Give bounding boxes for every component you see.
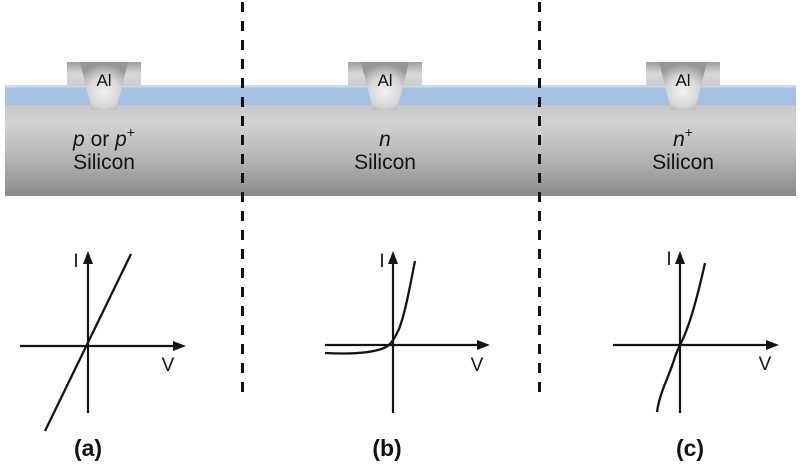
al-contact-label-c: Al	[675, 71, 691, 90]
v-axis-arrowhead-a	[173, 341, 186, 351]
i-axis-arrowhead-a	[83, 251, 93, 264]
material-label-c: Silicon	[652, 151, 714, 174]
material-label-a: Silicon	[73, 151, 135, 174]
dopant-symbol: n	[379, 128, 391, 151]
v-axis-arrowhead-c	[766, 340, 779, 350]
region-divider-2	[538, 2, 541, 392]
dopant-symbol: p	[73, 128, 85, 151]
iv-graph-c: I V (c)	[613, 249, 779, 461]
dopant-sup: +	[684, 124, 693, 140]
iv-graph-b: I V (b)	[324, 251, 490, 461]
al-contact-label-a: Al	[96, 71, 112, 90]
graph-caption-a: (a)	[74, 435, 102, 461]
graph-caption-c: (c)	[676, 435, 704, 461]
doping-label-b: n	[295, 128, 475, 151]
al-contact-label-b: Al	[377, 71, 393, 90]
region-label-a: p or p+ Silicon	[14, 125, 194, 174]
iv-curve-b	[324, 260, 417, 355]
i-axis-arrowhead-c	[675, 251, 685, 264]
region-label-c: n+ Silicon	[593, 125, 773, 174]
i-axis-arrowhead-b	[388, 251, 398, 264]
doping-label-c: n+	[593, 125, 773, 151]
silicon-substrate	[5, 105, 796, 196]
region-divider-1	[241, 2, 244, 392]
doping-label-a: p or p+	[14, 125, 194, 151]
iv-graph-a: I V (a)	[20, 251, 186, 461]
v-axis-arrowhead-b	[477, 340, 490, 350]
i-label-c: I	[666, 249, 671, 270]
dopant-alt-symbol: p	[115, 128, 127, 151]
iv-curve-a	[43, 253, 133, 432]
v-label-c: V	[759, 354, 772, 375]
i-label-a: I	[73, 251, 78, 272]
dopant-alt-sup: +	[126, 124, 135, 140]
v-label-a: V	[162, 355, 175, 376]
iv-curve-c	[655, 262, 707, 413]
graph-caption-b: (b)	[372, 435, 401, 461]
material-label-b: Silicon	[354, 151, 416, 174]
dopant-conjunction: or	[84, 128, 116, 151]
dopant-symbol: n	[673, 128, 685, 151]
region-label-b: n Silicon	[295, 128, 475, 174]
v-label-b: V	[471, 355, 484, 376]
i-label-b: I	[379, 251, 384, 272]
